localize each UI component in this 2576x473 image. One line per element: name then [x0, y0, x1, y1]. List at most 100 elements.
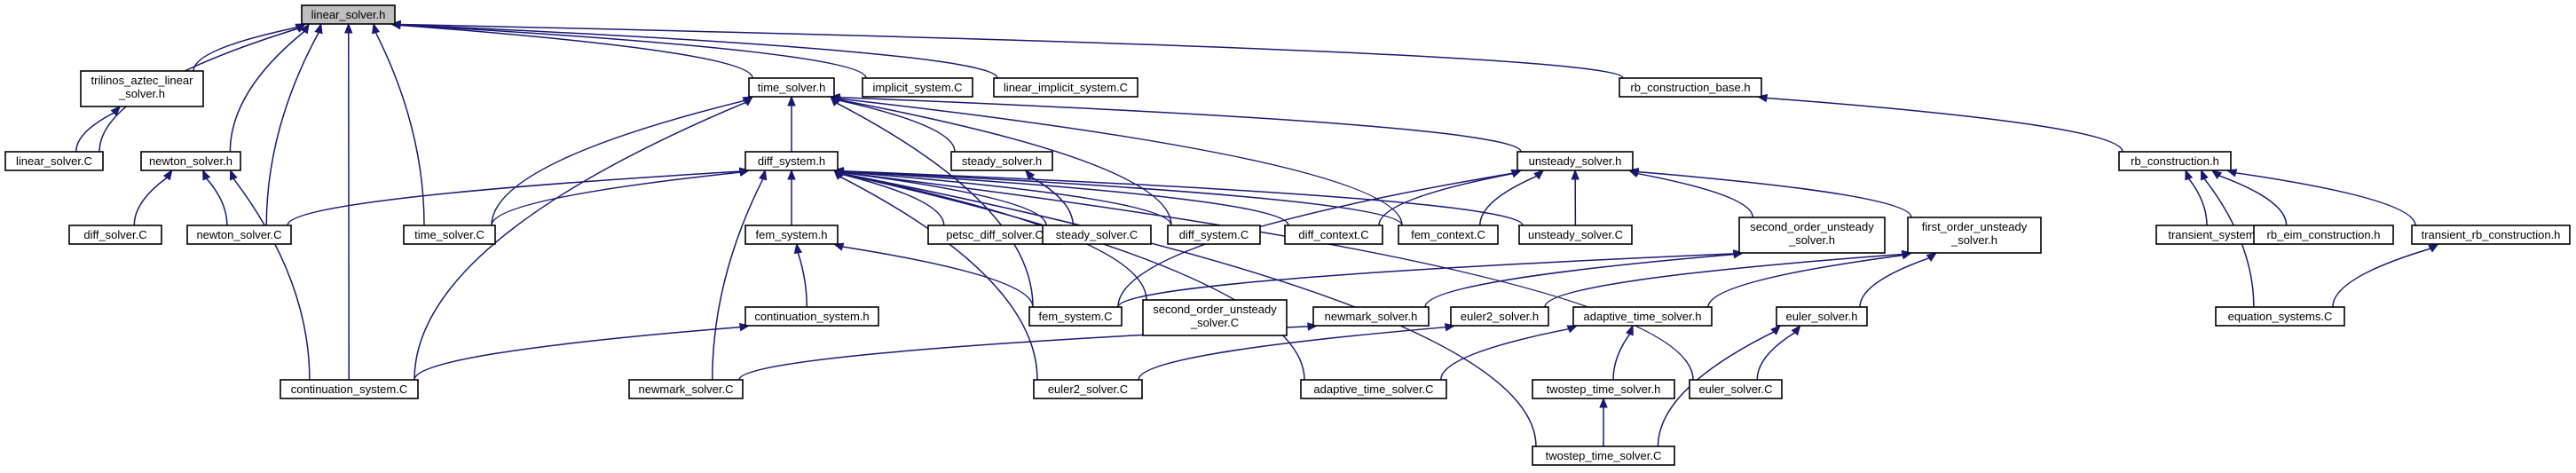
node-steady-solver-h[interactable]: steady_solver.h	[950, 151, 1053, 171]
edge-line	[1657, 331, 1775, 447]
node-newton-solver-C[interactable]: newton_solver.C	[186, 225, 292, 245]
node-fem-system-C[interactable]: fem_system.C	[1028, 306, 1123, 327]
node-diff-system-C[interactable]: diff_system.C	[1167, 225, 1261, 245]
edge-linear-solver-C-to-trilinos-aztec-linear-solver-h	[75, 106, 122, 153]
edge-line	[838, 99, 956, 153]
edge-arrowhead	[787, 95, 796, 106]
node-adaptive-time-solver-h[interactable]: adaptive_time_solver.h	[1572, 306, 1713, 327]
edge-first-order-unsteady-solver-h-to-unsteady-solver-h	[1627, 168, 1912, 218]
edge-continuation-system-C-to-linear-solver-h	[344, 22, 353, 381]
node-box	[68, 225, 162, 245]
edge-newton-solver-C-to-diff-system-h	[287, 167, 751, 226]
edge-line	[229, 30, 305, 153]
edge-line	[712, 178, 764, 381]
edge-rb-eim-construction-h-to-rb-construction-h	[2210, 169, 2288, 226]
node-box	[2411, 225, 2571, 245]
node-first-order-unsteady-solver-h[interactable]: first_order_unsteady_solver.h	[1907, 217, 2042, 254]
node-diff-system-h[interactable]: diff_system.h	[744, 151, 839, 171]
node-continuation-system-C[interactable]: continuation_system.C	[280, 379, 419, 399]
node-linear-implicit-system-C[interactable]: linear_implicit_system.C	[993, 77, 1138, 98]
edge-time-solver-C-to-linear-solver-h	[371, 22, 425, 226]
node-unsteady-solver-C[interactable]: unsteady_solver.C	[1518, 225, 1633, 245]
edge-continuation-system-h-to-fem-system-h	[793, 242, 807, 308]
node-adaptive-time-solver-C[interactable]: adaptive_time_solver.C	[1300, 379, 1447, 399]
node-fem-system-h[interactable]: fem_system.h	[744, 225, 839, 245]
node-equation-systems-C[interactable]: equation_systems.C	[2215, 306, 2345, 327]
node-diff-context-C[interactable]: diff_context.C	[1284, 225, 1383, 245]
edge-rb-construction-base-h-to-linear-solver-h	[390, 20, 1624, 79]
edge-continuation-system-C-to-time-solver-h	[414, 96, 754, 381]
node-euler2-solver-C[interactable]: euler2_solver.C	[1033, 379, 1143, 399]
node-diff-solver-C[interactable]: diff_solver.C	[68, 225, 162, 245]
edge-line	[1612, 333, 1631, 381]
node-twostep-time-solver-h[interactable]: twostep_time_solver.h	[1532, 379, 1675, 399]
node-label: linear_solver.C	[16, 154, 92, 168]
node-box	[1033, 379, 1143, 399]
edge-newmark-solver-h-to-second-order-unsteady-solver-h	[1424, 250, 1745, 308]
edge-arrowhead	[793, 242, 803, 255]
node-transient-rb-construction-h[interactable]: transient_rb_construction.h	[2411, 225, 2571, 245]
node-label: rb_construction.h	[2131, 154, 2219, 168]
node-rb-construction-base-h[interactable]: rb_construction_base.h	[1619, 77, 1762, 98]
node-box	[2253, 225, 2394, 245]
node-label: linear_implicit_system.C	[1004, 81, 1128, 94]
node-implicit-system-C[interactable]: implicit_system.C	[862, 77, 973, 98]
node-continuation-system-h[interactable]: continuation_system.h	[744, 306, 879, 327]
node-newmark-solver-h[interactable]: newmark_solver.h	[1312, 306, 1430, 327]
edge-line	[491, 171, 741, 226]
node-euler2-solver-h[interactable]: euler2_solver.h	[1450, 306, 1549, 327]
edge-arrowhead	[742, 96, 754, 106]
node-second-order-unsteady-solver-h[interactable]: second_order_unsteady_solver.h	[1738, 217, 1886, 254]
node-label: diff_system.C	[1179, 228, 1249, 241]
node-newton-solver-h[interactable]: newton_solver.h	[140, 151, 241, 171]
edge-line	[1479, 175, 1537, 226]
edge-arrowhead	[759, 169, 768, 181]
node-time-solver-h[interactable]: time_solver.h	[748, 77, 835, 98]
node-newmark-solver-C[interactable]: newmark_solver.C	[628, 379, 744, 399]
node-label: diff_system.h	[758, 154, 825, 168]
edge-line	[75, 112, 114, 153]
edge-line	[414, 101, 746, 381]
node-euler-solver-C[interactable]: euler_solver.C	[1689, 379, 1783, 399]
edge-line	[265, 32, 319, 226]
edge-line	[206, 177, 228, 226]
node-linear-solver-h[interactable]: linear_solver.h	[301, 4, 396, 25]
node-time-solver-C[interactable]: time_solver.C	[403, 225, 496, 245]
edge-twostep-time-solver-C-to-euler-solver-h	[1657, 325, 1781, 447]
node-rb-construction-h[interactable]: rb_construction.h	[2118, 151, 2232, 171]
node-trilinos-aztec-linear-solver-h[interactable]: trilinos_aztec_linear_solver.h	[80, 70, 204, 107]
node-fem-context-C[interactable]: fem_context.C	[1398, 225, 1499, 245]
node-steady-solver-C[interactable]: steady_solver.C	[1042, 225, 1152, 245]
edge-line	[841, 173, 1305, 381]
node-label: newmark_solver.C	[639, 382, 734, 396]
node-unsteady-solver-h[interactable]: unsteady_solver.h	[1516, 151, 1634, 171]
edge-arrowhead	[1770, 325, 1781, 335]
node-box	[4, 151, 104, 171]
node-twostep-time-solver-C[interactable]: twostep_time_solver.C	[1532, 445, 1675, 466]
node-label: implicit_system.C	[872, 81, 962, 94]
node-box	[628, 379, 744, 399]
edge-line	[1544, 253, 1903, 308]
edge-line	[414, 326, 741, 381]
node-linear-solver-C[interactable]: linear_solver.C	[4, 151, 104, 171]
edge-arrowhead	[832, 242, 845, 251]
edge-arrowhead	[1571, 169, 1579, 180]
node-box	[403, 225, 496, 245]
edge-line	[399, 24, 867, 79]
edge-line	[1637, 172, 1753, 218]
node-box	[1619, 77, 1762, 98]
node-label: euler_solver.C	[1698, 382, 1772, 396]
node-second-order-unsteady-solver-C[interactable]: second_order_unsteady_solver.C	[1142, 299, 1288, 336]
edge-line	[399, 23, 1624, 79]
node-label: trilinos_aztec_linear	[91, 74, 194, 87]
node-label: euler_solver.h	[1786, 310, 1858, 323]
node-euler-solver-h[interactable]: euler_solver.h	[1776, 306, 1868, 327]
node-label: newmark_solver.h	[1325, 310, 1418, 323]
edge-euler-solver-C-to-diff-system-h	[832, 168, 1694, 381]
node-petsc-diff-solver-C[interactable]: petsc_diff_solver.C	[927, 225, 1062, 245]
node-rb-eim-construction-h[interactable]: rb_eim_construction.h	[2253, 225, 2394, 245]
edge-line	[1637, 170, 1912, 218]
node-transient-system-C[interactable]: transient_system.C	[2155, 225, 2280, 245]
edge-arrowhead	[1566, 325, 1579, 334]
edge-line	[842, 170, 1172, 226]
